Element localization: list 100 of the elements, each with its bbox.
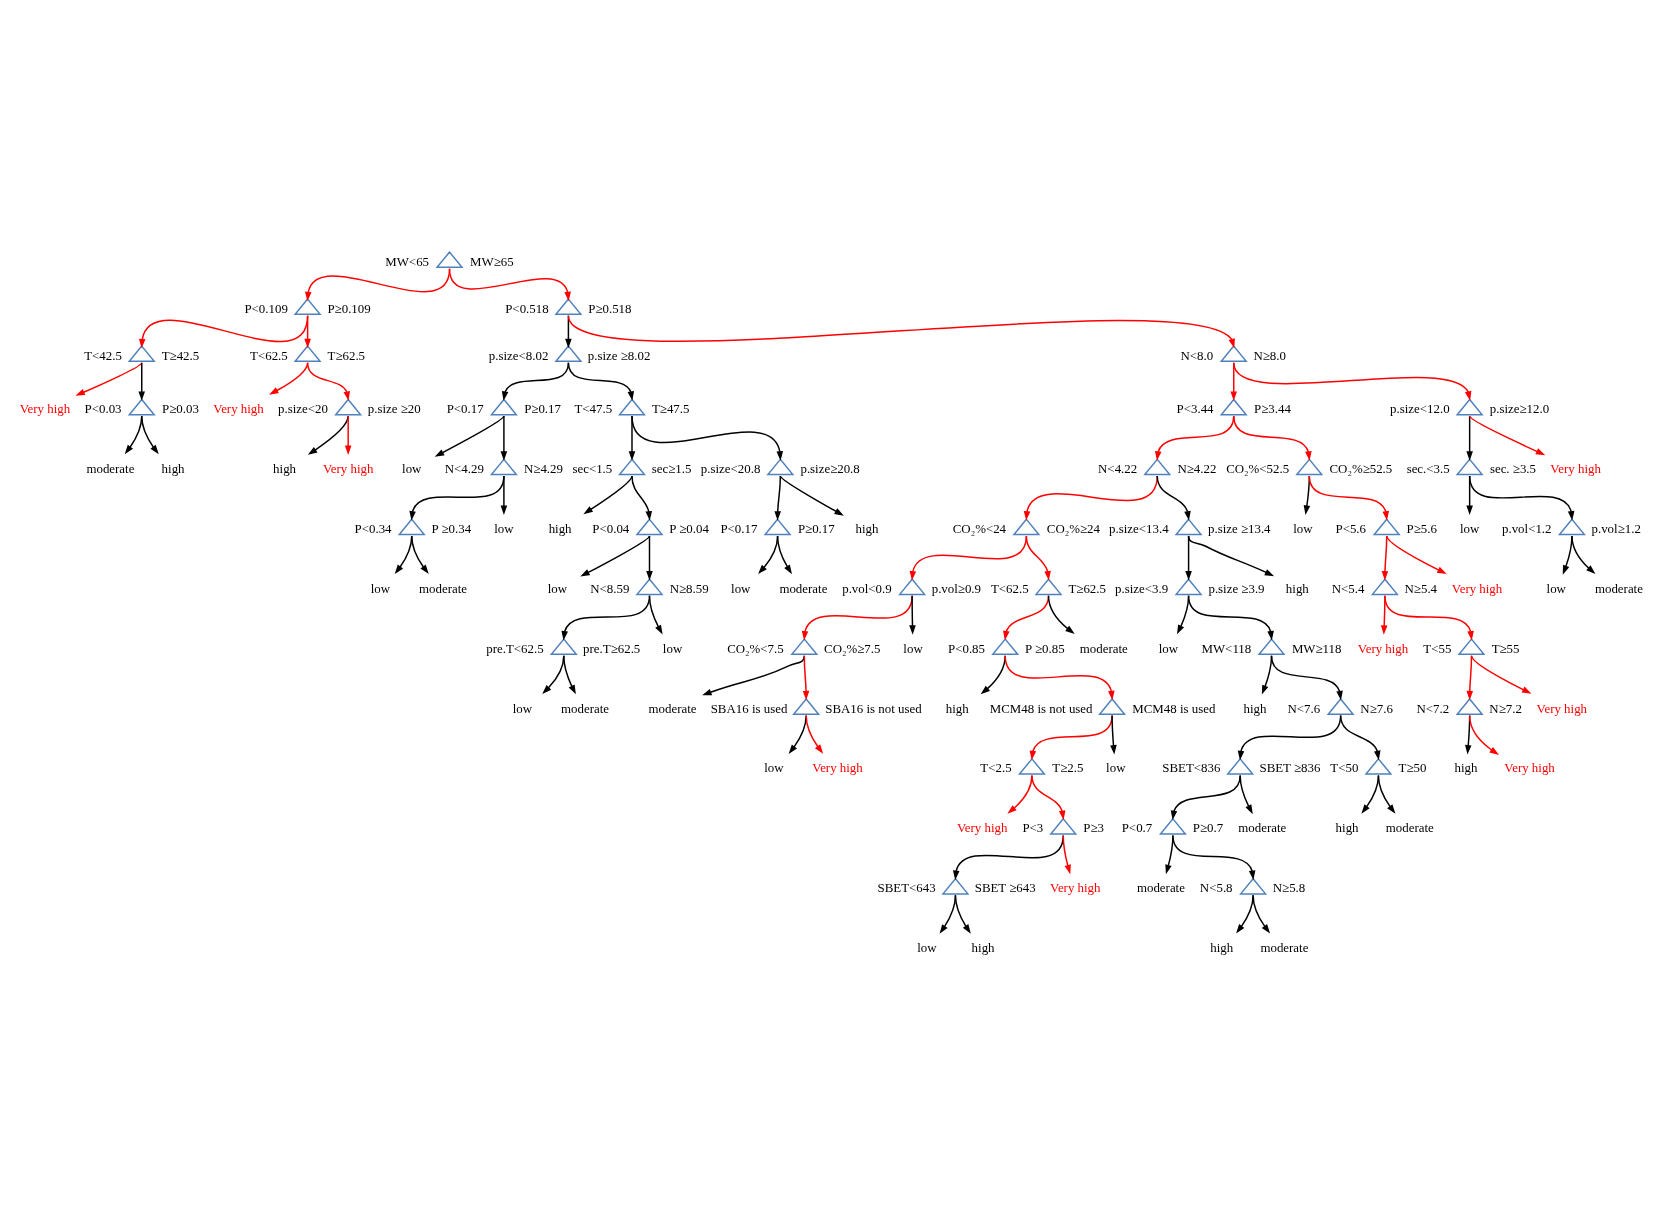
node-triangle	[1174, 518, 1203, 536]
node-label: SBET<836	[1162, 761, 1221, 776]
arrow	[501, 361, 570, 401]
arrow	[1025, 535, 1051, 581]
arrow	[648, 595, 663, 635]
node-triangle	[554, 344, 583, 362]
arrow	[1236, 894, 1254, 934]
node-triangle	[549, 637, 578, 656]
node-text: low	[662, 641, 683, 656]
node-label: P<0.34	[354, 521, 392, 536]
node-text: high	[1243, 701, 1267, 716]
node-triangle	[127, 398, 156, 416]
node-label: p.vol≥0.9	[931, 581, 982, 596]
arrow	[788, 714, 807, 754]
arrow	[1003, 595, 1050, 641]
arrow	[1187, 595, 1274, 641]
node-triangle	[435, 250, 464, 268]
arrow	[141, 415, 159, 455]
node-label: CO₂%<24	[952, 521, 1007, 536]
arrow	[500, 475, 508, 515]
node-label: P<0.17	[720, 521, 758, 536]
node-label: N<7.6	[1287, 701, 1321, 716]
node-label: sec<1.5	[572, 461, 613, 476]
node-triangle	[1239, 877, 1268, 895]
node-triangle	[1226, 757, 1255, 775]
arrow	[75, 361, 143, 396]
node-triangle	[790, 637, 819, 656]
node-label: N<7.2	[1416, 701, 1450, 716]
node-text: low	[512, 701, 532, 716]
node-text: low	[1293, 521, 1313, 536]
node-label: P≥3	[1083, 821, 1105, 836]
node-label: N≥5.8	[1272, 881, 1306, 896]
arrow	[1170, 774, 1241, 821]
node-label: T≥50	[1398, 761, 1427, 776]
arrow	[954, 894, 971, 934]
node-text: moderate	[1238, 821, 1287, 836]
arrow	[1239, 774, 1253, 815]
arrow	[774, 475, 782, 521]
node-triangle	[1370, 578, 1399, 596]
node-label: pre.T<62.5	[486, 641, 544, 656]
node-text: low	[402, 461, 422, 476]
node-label: p.size ≥3.9	[1208, 581, 1265, 596]
node-label: p.size ≥13.4	[1207, 521, 1271, 536]
arrow	[1047, 595, 1075, 634]
node-text: low	[370, 581, 391, 596]
node-label: SBA16 is used	[710, 701, 788, 716]
node-label: p.vol<0.9	[842, 581, 892, 596]
node-label: p.vol<1.2	[1502, 521, 1552, 536]
node-text: low	[547, 581, 568, 596]
node-text: moderate	[1594, 581, 1643, 596]
node-text: low	[494, 521, 514, 536]
node-text: high	[945, 701, 969, 716]
node-label: N<4.22	[1098, 461, 1138, 476]
node-label: sec≥1.5	[651, 461, 692, 476]
node-triangle	[1457, 637, 1486, 656]
node-label: p.size<8.02	[488, 348, 549, 363]
arrow	[307, 415, 349, 455]
node-triangle	[1557, 518, 1586, 536]
arrow	[1377, 774, 1396, 814]
arrow	[500, 415, 508, 461]
arrow	[304, 314, 311, 349]
node-text: Very high	[19, 402, 71, 417]
node-label: T<55	[1423, 641, 1452, 656]
node-text: low	[1459, 521, 1480, 536]
node-text: moderate	[86, 461, 135, 476]
arrow	[1384, 595, 1474, 641]
node-label: P ≥0.34	[431, 521, 472, 536]
arrow	[805, 714, 824, 754]
node-label: P≥0.17	[524, 402, 562, 417]
arrow	[580, 535, 651, 577]
node-triangle	[1049, 817, 1078, 835]
node-text: high	[971, 941, 995, 956]
node-label: p.size<20	[278, 402, 328, 417]
node-label: T≥62.5	[1068, 581, 1106, 596]
arrow	[1468, 415, 1546, 456]
node-label: p.size<20.8	[700, 461, 761, 476]
node-triangle	[1012, 518, 1041, 536]
node-text: Very high	[956, 821, 1008, 836]
node-text: low	[1106, 761, 1126, 776]
node-label: MCM48 is not used	[989, 701, 1093, 716]
arrow	[1466, 415, 1473, 461]
arrow	[344, 415, 352, 455]
arrow	[1308, 475, 1390, 521]
node-triangle	[1098, 697, 1127, 715]
node-triangle	[293, 297, 322, 315]
node-label: p.size<3.9	[1115, 581, 1169, 596]
arrow	[139, 314, 309, 349]
node-text: Very high	[1357, 641, 1409, 656]
node-triangle	[1017, 757, 1046, 775]
arrow	[980, 654, 1006, 695]
arrow	[702, 654, 806, 696]
node-text: high	[1454, 761, 1478, 776]
node-label: p.size<13.4	[1109, 521, 1169, 536]
node-label: CO₂%<7.5	[727, 641, 784, 656]
node-label: P<0.85	[948, 641, 985, 656]
node-label: P≥0.7	[1192, 821, 1224, 836]
node-text: low	[731, 581, 751, 596]
node-label: P<0.17	[446, 402, 484, 417]
node-text: low	[903, 641, 923, 656]
node-label: N<4.29	[444, 461, 484, 476]
